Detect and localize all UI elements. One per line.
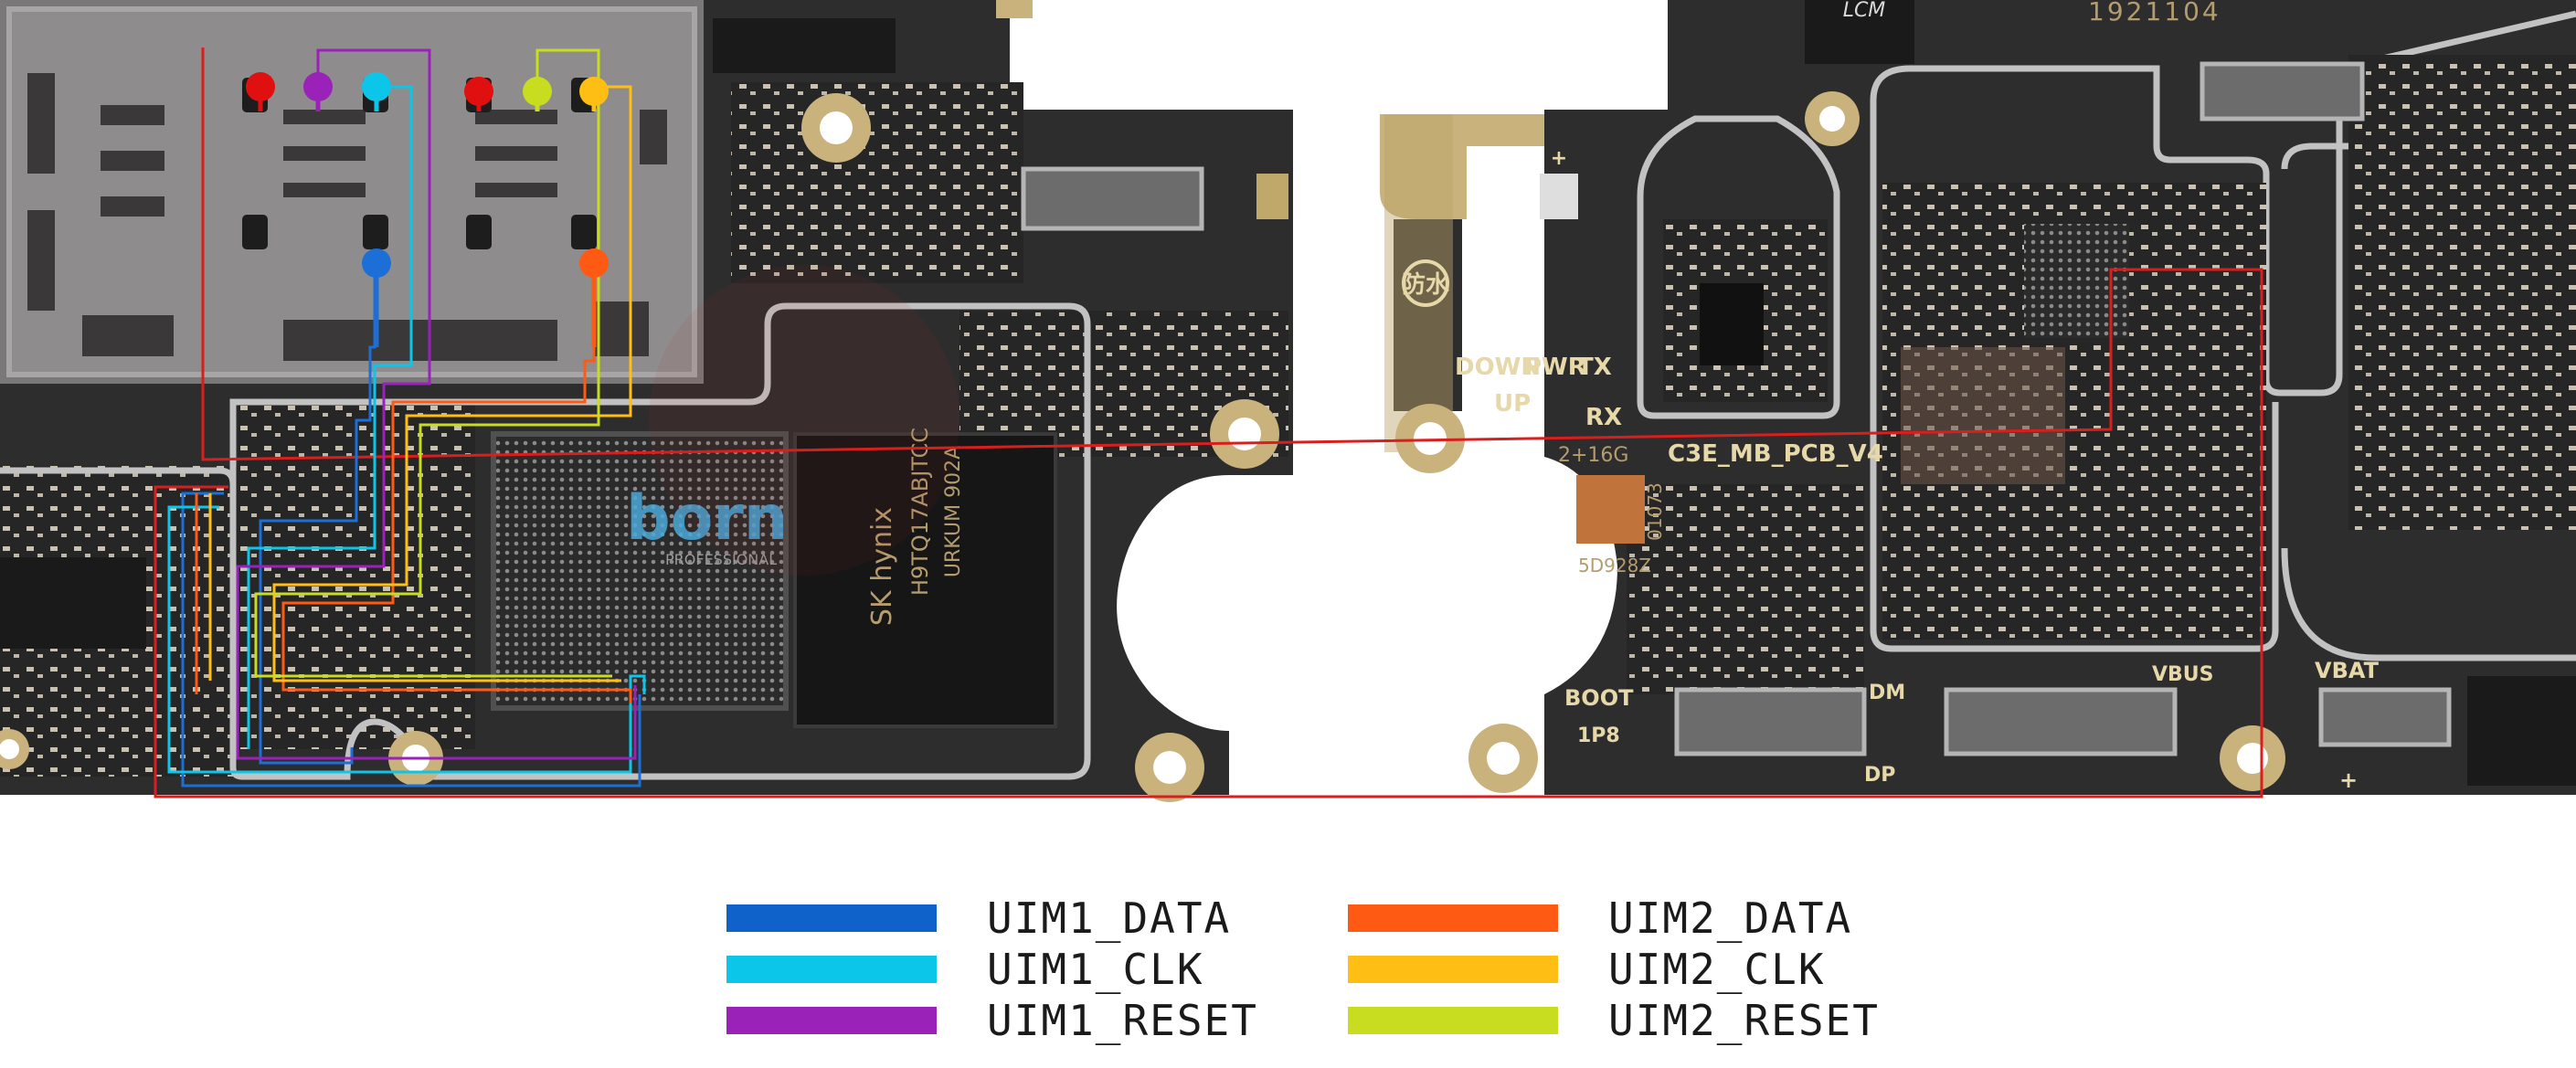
vbat-plus: +	[2339, 767, 2358, 793]
pcb-name: C3E_MB_PCB_V4	[1668, 440, 1883, 468]
legend-item-uim1-clk: UIM1_CLK	[726, 945, 1204, 994]
legend-label: UIM1_CLK	[987, 945, 1204, 994]
tx-label: TX	[1577, 354, 1612, 381]
sim1-pin-marker-clk	[362, 72, 391, 101]
up-label: UP	[1494, 390, 1531, 418]
legend-item-uim2-clk: UIM2_CLK	[1348, 945, 1826, 994]
left-board: H9TQ17ABJTCC SK hynix URKUM 902A born PR…	[0, 0, 1981, 802]
legend-swatch	[726, 904, 937, 932]
sim2-pin-marker-reset	[523, 77, 552, 106]
legend-item-uim1-reset: UIM1_RESET	[726, 996, 1258, 1045]
sim1-pin-marker-red	[246, 72, 275, 101]
dm-label: DM	[1869, 682, 1905, 704]
dp-label: DP	[1864, 764, 1895, 787]
sim2-pin-marker-red	[464, 77, 493, 106]
sim1-pin-marker-data	[362, 248, 391, 278]
vbus-label: VBUS	[2152, 663, 2214, 686]
boot-label: BOOT	[1564, 685, 1634, 711]
1p8-label: 1P8	[1577, 724, 1620, 747]
serial2-label: 01073	[1644, 482, 1666, 541]
signal-legend: UIM1_DATA UIM1_CLK UIM1_RESET UIM2_DATA …	[0, 894, 2576, 1064]
legend-swatch	[1348, 904, 1558, 932]
trace-overlay	[154, 48, 2263, 798]
legend-swatch	[1348, 1007, 1558, 1034]
sim2-pin-marker-clk	[579, 77, 609, 106]
down-label: DOWN	[1455, 354, 1541, 381]
legend-label: UIM2_CLK	[1608, 945, 1826, 994]
right-board: 防水 + LCM 1921104 DOWN PWR TX UP	[1380, 0, 2576, 822]
emmc-part-text: H9TQ17ABJTCC	[907, 428, 933, 596]
legend-label: UIM2_DATA	[1608, 894, 1853, 943]
legend-swatch	[726, 1007, 937, 1034]
watermark-logo: born	[626, 482, 788, 555]
emmc-code-text: URKUM 902A	[942, 446, 965, 577]
legend-label: UIM2_RESET	[1608, 996, 1880, 1045]
lcm-label: LCM	[1843, 0, 1886, 22]
sim2-pin-marker-data	[579, 248, 609, 278]
watermark-sub: PROFESSIONAL	[665, 551, 777, 568]
legend-item-uim1-data: UIM1_DATA	[726, 894, 1231, 943]
sim1-pin-marker-reset	[303, 72, 333, 101]
legend-swatch	[1348, 956, 1558, 983]
date-code: 1921104	[2088, 0, 2221, 26]
emmc-brand-text: SK hynix	[866, 507, 898, 626]
legend-swatch	[726, 956, 937, 983]
sim-pin-markers	[246, 72, 609, 347]
pcb-board-diagram: H9TQ17ABJTCC SK hynix URKUM 902A born PR…	[0, 0, 2576, 822]
vbat-label: VBAT	[2315, 658, 2380, 683]
legend-item-uim2-reset: UIM2_RESET	[1348, 996, 1880, 1045]
led-plus: +	[1551, 147, 1567, 170]
pwr-label: PWR	[1524, 354, 1586, 381]
serial-label: 5D928Z	[1578, 555, 1651, 576]
legend-label: UIM1_DATA	[987, 894, 1232, 943]
memory-label: 2+16G	[1558, 444, 1628, 467]
legend-item-uim2-data: UIM2_DATA	[1348, 894, 1852, 943]
waterproof-label: 防水	[1402, 271, 1450, 299]
rx-label: RX	[1585, 404, 1622, 431]
legend-label: UIM1_RESET	[987, 996, 1258, 1045]
